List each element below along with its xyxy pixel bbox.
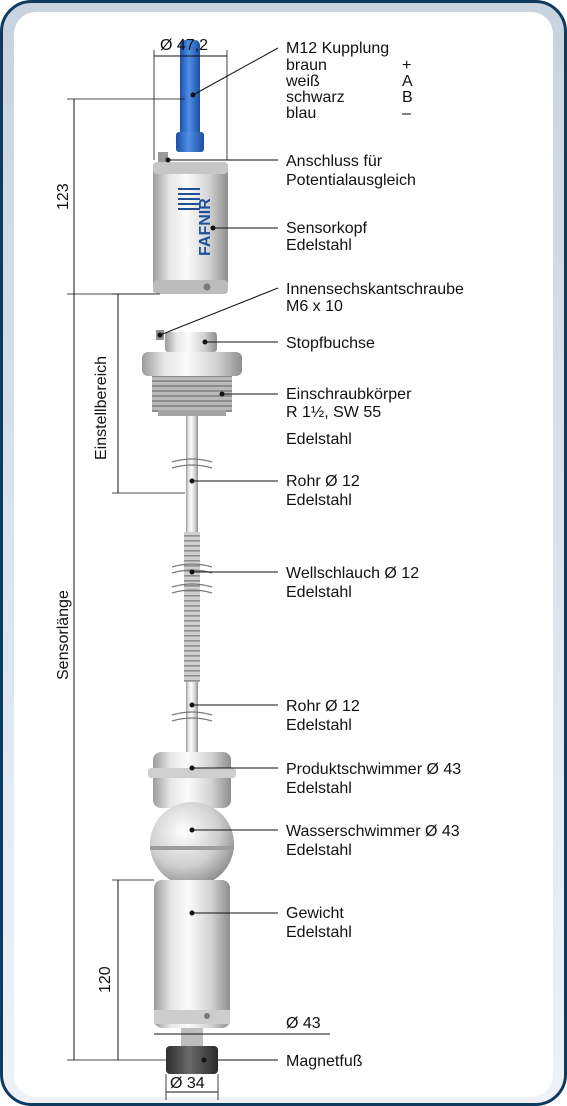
- tube-2: [186, 682, 198, 752]
- label-hex-screw-1: Innensechskantschraube: [286, 281, 464, 298]
- dim-top-diameter: Ø 47,2: [160, 37, 208, 54]
- wire-signal-3: B: [402, 89, 413, 106]
- weight: [154, 880, 230, 1028]
- break-marks: [171, 458, 213, 722]
- product-float-rim: [148, 768, 236, 778]
- screw-body-bottom: [158, 410, 226, 416]
- equipotential-terminal: [158, 152, 168, 164]
- wire-color-1: braun: [286, 57, 327, 74]
- label-product-float-2: Edelstahl: [286, 780, 352, 797]
- leader-dots: [157, 92, 225, 1063]
- gland: [165, 332, 217, 352]
- dimension-lines: [67, 50, 330, 1100]
- label-screw-body-2: R 1½, SW 55: [286, 404, 381, 421]
- label-tube1-2: Edelstahl: [286, 492, 352, 509]
- wire-color-2: weiß: [285, 73, 320, 90]
- wire-color-3: schwarz: [286, 89, 345, 106]
- label-tube2-1: Rohr Ø 12: [286, 698, 360, 715]
- label-gland: Stopfbuchse: [286, 335, 375, 352]
- sensor-head-bottom-ring: [153, 280, 228, 294]
- water-float: [150, 802, 234, 886]
- dim-magnet-diameter: Ø 34: [170, 1075, 205, 1092]
- label-hex-screw-2: M6 x 10: [286, 298, 343, 315]
- m12-coupling-nut: [176, 132, 204, 152]
- content-card: [14, 12, 553, 1097]
- label-weight-1: Gewicht: [286, 905, 344, 922]
- label-coupling-title: M12 Kupplung: [286, 40, 389, 57]
- dim-weight-diameter: Ø 43: [286, 1015, 321, 1032]
- label-product-float-1: Produktschwimmer Ø 43: [286, 761, 461, 778]
- weight-ring: [154, 1010, 230, 1024]
- label-hose-2: Edelstahl: [286, 584, 352, 601]
- water-float-seam: [150, 846, 234, 850]
- sensor-head: [153, 162, 228, 294]
- label-tube2-2: Edelstahl: [286, 717, 352, 734]
- dim-head-height: 123: [55, 183, 72, 210]
- wire-table: braun + weiß A schwarz B blau –: [285, 57, 413, 122]
- label-tube1-1: Rohr Ø 12: [286, 473, 360, 490]
- screw-body-thread: [152, 376, 232, 412]
- sensor-head-top-ring: [153, 162, 228, 174]
- magnet-foot: [166, 1046, 218, 1074]
- tube-1: [186, 416, 198, 532]
- wire-signal-4: –: [402, 105, 411, 122]
- label-screw-body-1: Einschraubkörper: [286, 386, 412, 403]
- product-float: [153, 752, 231, 808]
- label-weight-2: Edelstahl: [286, 924, 352, 941]
- dim-sensor-length: Sensorlänge: [55, 590, 72, 680]
- fafnir-logo: FAFNIR: [178, 188, 214, 256]
- weight-screw: [204, 1013, 210, 1019]
- corrugated-hose: [184, 532, 200, 682]
- label-head-1: Sensorkopf: [286, 220, 367, 237]
- screw-body-hex: [142, 352, 242, 376]
- wire-signal-1: +: [402, 57, 411, 74]
- dim-adjust-range: Einstellbereich: [93, 356, 110, 460]
- label-magnet-foot: Magnetfuß: [286, 1053, 363, 1070]
- m12-coupling-cable: [180, 40, 200, 152]
- label-equipotential-1: Anschluss für: [286, 153, 383, 170]
- label-water-float-2: Edelstahl: [286, 842, 352, 859]
- head-screw: [203, 283, 211, 291]
- dim-weight-height: 120: [97, 966, 114, 993]
- label-equipotential-2: Potentialausgleich: [286, 172, 416, 189]
- label-screw-body-3: Edelstahl: [286, 431, 352, 448]
- wire-color-4: blau: [286, 105, 316, 122]
- weight-neck: [181, 1028, 203, 1048]
- label-water-float-1: Wasserschwimmer Ø 43: [286, 823, 460, 840]
- leader-lines: [159, 47, 279, 1061]
- logo-text: FAFNIR: [197, 198, 214, 256]
- label-head-2: Edelstahl: [286, 237, 352, 254]
- label-hose-1: Wellschlauch Ø 12: [286, 565, 419, 582]
- wire-signal-2: A: [402, 73, 413, 90]
